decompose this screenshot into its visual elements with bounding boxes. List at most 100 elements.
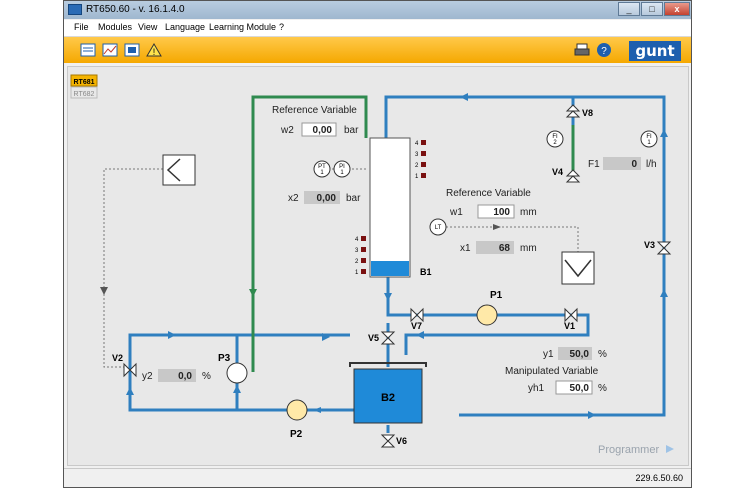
w2-label: w2 — [280, 125, 294, 136]
menu-learning-module[interactable]: Learning Module — [209, 22, 277, 32]
valve-symbols[interactable] — [123, 104, 672, 448]
valve-v7-label: V7 — [411, 321, 422, 331]
controller-settings-icon[interactable] — [124, 42, 140, 58]
maximize-button[interactable]: □ — [641, 2, 663, 16]
pump-p1-label: P1 — [490, 290, 503, 301]
x1-display — [476, 241, 514, 254]
diagram-view-icon[interactable] — [80, 42, 96, 58]
sensor-pi-label: PI — [339, 164, 345, 170]
pump-p2[interactable]: P2 — [286, 399, 308, 440]
x2-value: 0,00 — [317, 193, 337, 204]
level-mark-bot-1: 1 — [355, 270, 359, 276]
w1-label: w1 — [449, 207, 463, 218]
x1-value: 68 — [499, 243, 511, 254]
x1-label: x1 — [460, 243, 471, 254]
level-mark-top-2: 2 — [415, 163, 419, 169]
level-controller-box — [561, 251, 595, 285]
valve-v5-label: V5 — [368, 333, 379, 343]
programmer-link[interactable]: Programmer — [598, 444, 659, 456]
print-icon[interactable] — [574, 42, 590, 58]
w1-unit: mm — [520, 207, 537, 218]
w1-value: 100 — [493, 207, 510, 218]
status-bar: 229.6.50.60 — [64, 468, 691, 487]
svg-text:?: ? — [601, 46, 607, 57]
menu-bar: File Modules View Language Learning Modu… — [64, 20, 691, 37]
title-bar: RT650.60 - v. 16.1.4.0 _ □ x — [64, 1, 691, 19]
tank-b2: B2 — [349, 362, 427, 424]
app-icon — [68, 4, 82, 15]
y2-label: y2 — [142, 371, 153, 382]
tank-b1-label: B1 — [420, 267, 432, 277]
x2-label: x2 — [288, 193, 299, 204]
w2-input[interactable] — [301, 122, 337, 137]
menu-modules[interactable]: Modules — [98, 22, 133, 32]
sensor-fi1-index: 1 — [647, 140, 651, 146]
window-title: RT650.60 - v. 16.1.4.0 — [86, 4, 185, 15]
menu-file[interactable]: File — [74, 22, 89, 32]
menu-language[interactable]: Language — [165, 22, 206, 32]
chart-view-icon[interactable] — [102, 42, 118, 58]
valve-labels: V8 V4 V3 V2 V5 V6 V7 V1 — [112, 108, 655, 446]
valve-v1-label: V1 — [564, 321, 575, 331]
y2-value: 0,0 — [178, 371, 192, 382]
tab-rt681[interactable] — [70, 74, 98, 87]
green-pipe-network — [251, 95, 575, 372]
programmer-arrow-icon[interactable] — [666, 445, 674, 453]
pump-p2-label: P2 — [290, 429, 303, 440]
help-icon[interactable]: ? — [596, 42, 612, 58]
level-mark-top-1: 1 — [415, 174, 419, 180]
f1-unit: l/h — [646, 159, 657, 170]
valve-v3-label: V3 — [644, 240, 655, 250]
y2-display — [158, 369, 196, 382]
yh1-unit: % — [598, 383, 607, 394]
w1-input[interactable] — [477, 204, 515, 219]
sensor-fi2-index: 2 — [553, 140, 557, 146]
close-button[interactable]: x — [664, 2, 690, 16]
yh1-input[interactable] — [555, 380, 593, 395]
flow-arrows — [126, 93, 668, 419]
gunt-logo: gunt — [629, 41, 681, 61]
level-mark-bot-4: 4 — [355, 237, 359, 243]
process-values: Reference Variable w2 0,00 bar x2 0,00 b… — [142, 105, 657, 395]
pump-p1[interactable]: P1 — [476, 290, 503, 326]
status-code: 229.6.50.60 — [635, 473, 683, 483]
sensor-labels: PT 1 PI 1 LT FI 2 FI 1 — [318, 134, 652, 231]
tab-rt682[interactable] — [70, 86, 98, 99]
ref-var-w1-title: Reference Variable — [446, 188, 531, 199]
ref-var-w2-title: Reference Variable — [272, 105, 357, 116]
f1-display — [603, 157, 641, 170]
valve-v4-label: V4 — [552, 167, 563, 177]
menu-view[interactable]: View — [138, 22, 158, 32]
level-mark-top-3: 3 — [415, 152, 419, 158]
w2-unit: bar — [344, 125, 359, 136]
sensor-pt-label: PT — [318, 164, 326, 170]
valve-v8-label: V8 — [582, 108, 593, 118]
x1-unit: mm — [520, 243, 537, 254]
process-diagram-panel: RT681 RT682 — [67, 66, 689, 466]
manipulated-variable-title: Manipulated Variable — [505, 366, 599, 377]
yh1-label: yh1 — [528, 383, 545, 394]
minimize-button[interactable]: _ — [618, 2, 640, 16]
sensor-pt-index: 1 — [320, 170, 324, 176]
f1-value: 0 — [631, 159, 637, 170]
x2-unit: bar — [346, 193, 361, 204]
valve-v2-label: V2 — [112, 353, 123, 363]
process-schematic: RT681 RT682 — [70, 74, 674, 456]
sensor-lt-label: LT — [435, 225, 442, 231]
pump-p3[interactable]: P3 — [218, 353, 248, 384]
svg-text:!: ! — [153, 47, 156, 57]
y1-display — [558, 347, 592, 360]
menu-help[interactable]: ? — [279, 22, 285, 32]
application-window: RT650.60 - v. 16.1.4.0 _ □ x File Module… — [63, 0, 692, 488]
toolbar: ! ? — [64, 37, 691, 63]
tank-b1: B1 4 3 2 1 4 3 2 1 — [355, 137, 432, 278]
warning-icon[interactable]: ! — [146, 42, 162, 58]
level-mark-bot-2: 2 — [355, 259, 359, 265]
valve-v6-label: V6 — [396, 436, 407, 446]
pump-p3-label: P3 — [218, 353, 231, 364]
sensor-fi1-label: FI — [646, 134, 652, 140]
signal-lines — [103, 168, 579, 368]
yh1-value: 50,0 — [570, 383, 590, 394]
level-mark-bot-3: 3 — [355, 248, 359, 254]
y1-unit: % — [598, 349, 607, 360]
